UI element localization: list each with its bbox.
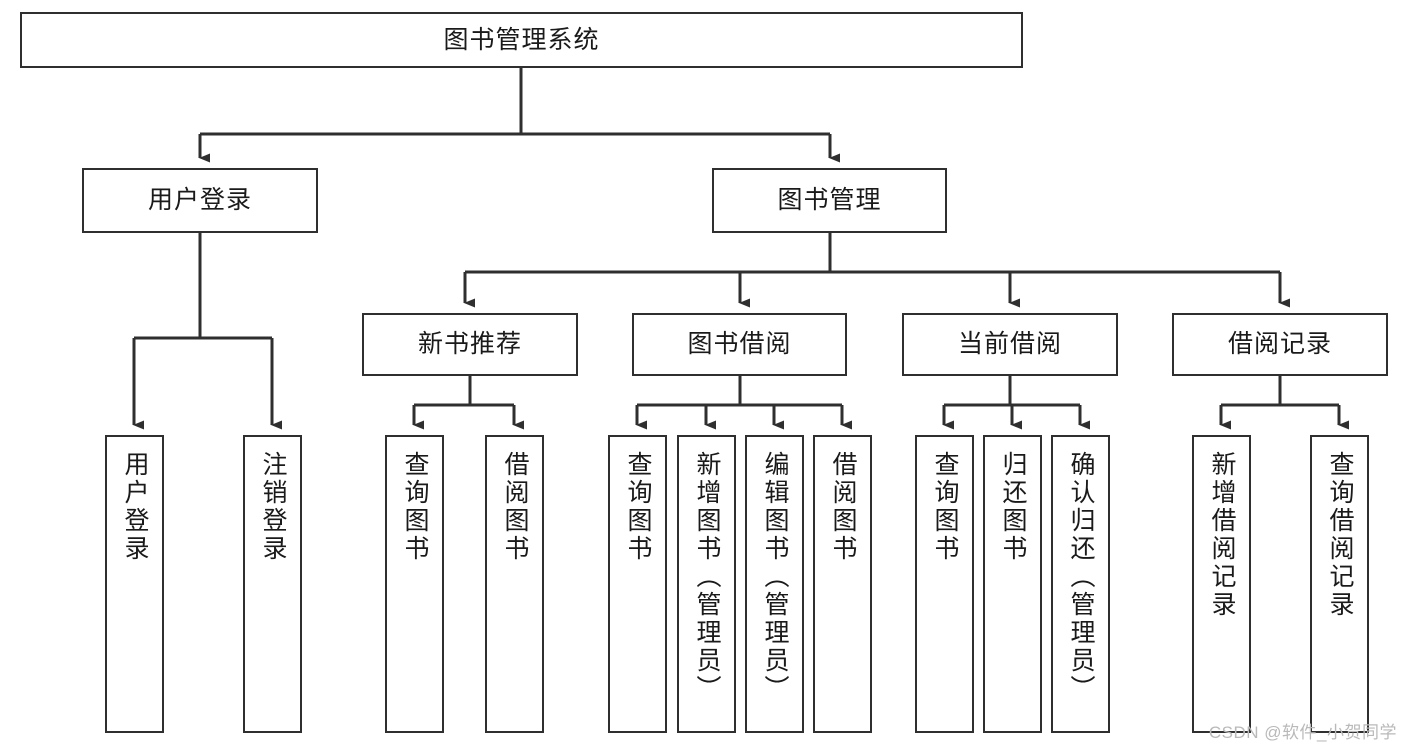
leaf-query-book-recommend[interactable]: 查询图书 [385, 435, 444, 733]
leaf-query-book-recommend-label: 查询图书 [401, 451, 429, 563]
leaf-borrow-book-label: 借阅图书 [829, 451, 857, 563]
leaf-edit-book[interactable]: 编辑图书（管理员） [745, 435, 804, 733]
leaf-query-book-borrow-label: 查询图书 [624, 451, 652, 563]
node-current-borrow[interactable]: 当前借阅 [902, 313, 1118, 376]
node-book-borrow[interactable]: 图书借阅 [632, 313, 847, 376]
node-user-login-label: 用户登录 [147, 186, 252, 215]
csdn-watermark: CSDN @软件_小贺同学 [1208, 723, 1397, 742]
leaf-query-borrow-record[interactable]: 查询借阅记录 [1310, 435, 1369, 733]
leaf-edit-book-label: 编辑图书（管理员） [761, 451, 789, 703]
leaf-user-login[interactable]: 用户登录 [105, 435, 164, 733]
leaf-add-borrow-record[interactable]: 新增借阅记录 [1192, 435, 1251, 733]
node-current-borrow-label: 当前借阅 [957, 330, 1062, 359]
leaf-confirm-return-label: 确认归还（管理员） [1067, 451, 1095, 703]
leaf-user-login-label: 用户登录 [121, 451, 149, 563]
leaf-query-borrow-record-label: 查询借阅记录 [1326, 451, 1354, 619]
leaf-query-book-current-label: 查询图书 [931, 451, 959, 563]
leaf-borrow-book[interactable]: 借阅图书 [813, 435, 872, 733]
node-book-borrow-label: 图书借阅 [687, 330, 792, 359]
leaf-add-book-label: 新增图书（管理员） [693, 451, 721, 703]
leaf-logout-login-label: 注销登录 [259, 451, 287, 563]
leaf-logout-login[interactable]: 注销登录 [243, 435, 302, 733]
leaf-borrow-book-recommend[interactable]: 借阅图书 [485, 435, 544, 733]
node-new-book-recommend-label: 新书推荐 [417, 330, 522, 359]
leaf-return-book[interactable]: 归还图书 [983, 435, 1042, 733]
node-borrow-record-label: 借阅记录 [1227, 330, 1332, 359]
leaf-return-book-label: 归还图书 [999, 451, 1027, 563]
node-borrow-record[interactable]: 借阅记录 [1172, 313, 1388, 376]
leaf-add-book[interactable]: 新增图书（管理员） [677, 435, 736, 733]
node-book-manage-label: 图书管理 [777, 186, 882, 215]
leaf-confirm-return[interactable]: 确认归还（管理员） [1051, 435, 1110, 733]
node-user-login[interactable]: 用户登录 [82, 168, 318, 233]
leaf-borrow-book-recommend-label: 借阅图书 [501, 451, 529, 563]
leaf-query-book-current[interactable]: 查询图书 [915, 435, 974, 733]
leaf-add-borrow-record-label: 新增借阅记录 [1208, 451, 1236, 619]
node-new-book-recommend[interactable]: 新书推荐 [362, 313, 578, 376]
node-root[interactable]: 图书管理系统 [20, 12, 1023, 68]
node-root-label: 图书管理系统 [443, 25, 600, 54]
leaf-query-book-borrow[interactable]: 查询图书 [608, 435, 667, 733]
node-book-manage[interactable]: 图书管理 [712, 168, 947, 233]
